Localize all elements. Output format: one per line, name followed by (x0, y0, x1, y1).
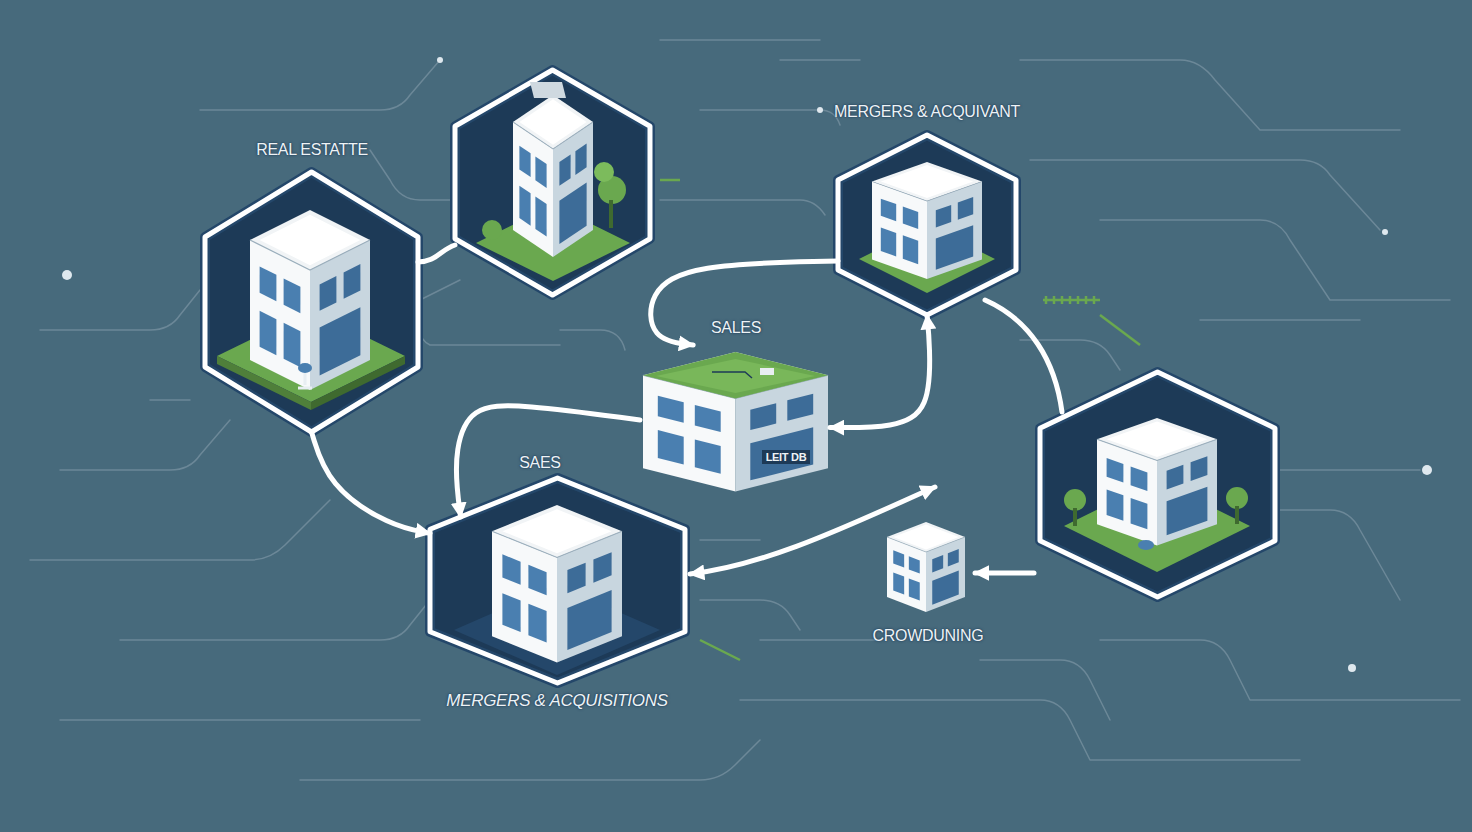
flow-arrow (651, 261, 838, 345)
hexagon-outline (430, 478, 685, 683)
building-node: SALESLEIT DB (640, 345, 830, 495)
node-heading: SALES (711, 319, 761, 337)
node-heading: MERGERS & ACQUISITIONS (446, 691, 667, 711)
flow-arrow (830, 315, 930, 428)
flow-arrow (312, 432, 431, 533)
building-sign: LEIT DB (762, 450, 811, 464)
node-heading: CROWDUNING (873, 627, 984, 645)
hexagon-node: MERGERS & ACQUISITIONS (430, 478, 685, 683)
hexagon-node: REAL ESTATTE (205, 172, 418, 432)
hexagon-outline (838, 135, 1016, 315)
cube-node: CROWDUNING (885, 522, 965, 614)
hexagon-node: MERGERS & ACQUIVANT (838, 135, 1016, 315)
hexagon-outline (205, 172, 418, 432)
node-heading: MERGERS & ACQUIVANT (834, 103, 1020, 121)
edge-label: SAES (515, 453, 565, 473)
node-heading: REAL ESTATTE (256, 141, 368, 159)
